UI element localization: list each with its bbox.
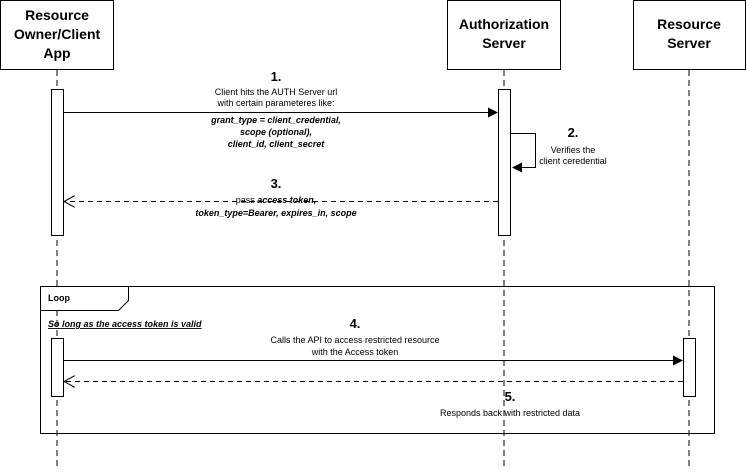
message-1-line-2: with certain parameteres like: [216, 98, 334, 108]
message-4-number: 4. [350, 316, 361, 331]
actor-client-box [0, 0, 114, 70]
loop-frame-label: Loop [48, 293, 70, 303]
actor-client-title-line3: App [43, 45, 70, 61]
loop-frame: Loop So long as the access token is vali… [40, 286, 715, 434]
message-2-line-2: client ceredential [539, 156, 607, 166]
actor-client-title-line2: Owner/Client [14, 26, 101, 42]
message-1-line-1: Client hits the AUTH Server url [215, 87, 338, 97]
actor-resource-box [633, 0, 746, 70]
activation-resource-1 [683, 338, 696, 397]
message-3-line-1: pass access token, [236, 195, 317, 205]
loop-guard: So long as the access token is valid [48, 319, 202, 329]
activation-client-2 [51, 338, 64, 397]
message-3-line-2: token_type=Bearer, expires_in, scope [195, 208, 356, 218]
message-3-line-1-plain: pass [236, 195, 258, 205]
actor-auth-title-line1: Authorization [459, 16, 549, 32]
message-5: 5. Responds back with restricted data [64, 382, 683, 418]
message-3-line-1-italic: access token, [257, 195, 316, 205]
actor-client: Resource Owner/Client App [0, 0, 114, 70]
message-4-line-2: with the Access token [311, 347, 399, 357]
message-1-line-4: scope (optional), [240, 127, 312, 137]
message-1-line-5: client_id, client_secret [228, 139, 326, 149]
message-5-line-1: Responds back with restricted data [440, 408, 580, 418]
actor-resource-title-line2: Server [667, 35, 711, 51]
actor-auth: Authorization Server [447, 0, 561, 70]
message-1-number: 1. [271, 69, 282, 84]
loop-frame-border [40, 286, 715, 434]
activation-client-1 [51, 89, 64, 236]
message-1: 1. Client hits the AUTH Server url with … [64, 69, 498, 149]
message-2-line-1: Verifies the [551, 145, 596, 155]
message-2-number: 2. [568, 125, 579, 140]
message-4-line-1: Calls the API to access restricted resou… [270, 335, 439, 345]
actor-auth-title-line2: Server [482, 35, 526, 51]
loop-frame-label-tab [40, 286, 129, 311]
message-1-line-3: grant_type = client_credential, [210, 115, 341, 125]
actor-auth-box [447, 0, 561, 70]
message-3: 3. pass access token, token_type=Bearer,… [64, 176, 498, 218]
message-4: 4. Calls the API to access restricted re… [64, 316, 683, 366]
message-3-number: 3. [271, 176, 282, 191]
activation-auth-1 [498, 89, 511, 236]
actor-resource: Resource Server [633, 0, 746, 70]
message-5-number: 5. [505, 389, 516, 404]
message-2: 2. Verifies the client ceredential [511, 125, 607, 173]
actor-client-title-line1: Resource [25, 7, 89, 23]
actor-resource-title-line1: Resource [657, 16, 721, 32]
message-2-arrow [511, 133, 536, 173]
